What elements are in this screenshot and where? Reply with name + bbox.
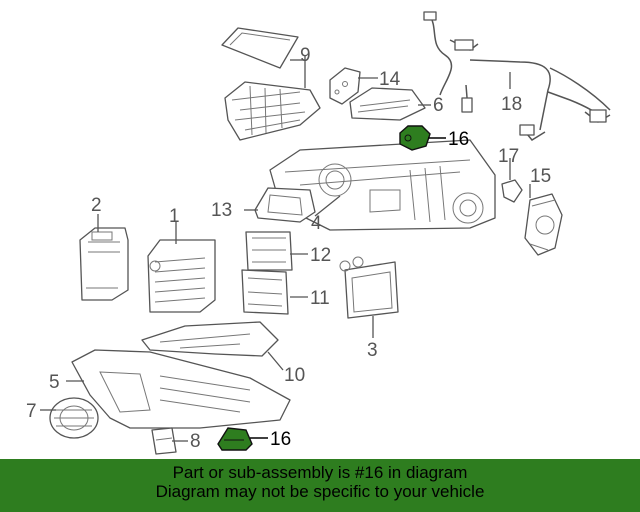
callout-18: 18 [501, 94, 522, 115]
part-14-bracket [329, 67, 361, 105]
callout-5: 5 [49, 372, 60, 393]
part-11-filter [241, 269, 289, 315]
info-banner: Part or sub-assembly is #16 in diagram D… [0, 459, 640, 512]
callout-6: 6 [433, 95, 444, 116]
banner-line-2: Diagram may not be specific to your vehi… [155, 482, 485, 501]
callout-16-lower: 16 [270, 429, 291, 450]
part-16-lower-highlight [217, 427, 253, 451]
part-9-cover [221, 27, 321, 141]
part-7-blower [49, 397, 99, 439]
leader-lines [40, 55, 531, 442]
part-2-module [79, 227, 129, 301]
part-13-door [254, 187, 316, 223]
part-10-duct [141, 321, 279, 357]
callout-9: 9 [300, 45, 311, 66]
callout-10: 10 [284, 365, 305, 386]
callout-15: 15 [530, 166, 551, 187]
callout-17: 17 [498, 146, 519, 167]
part-6-cover [349, 87, 426, 121]
callout-7: 7 [26, 401, 37, 422]
part-12-filter [245, 231, 293, 271]
callout-3: 3 [367, 340, 378, 361]
part-1-evaporator [147, 239, 216, 313]
part-5-lower-case [71, 349, 291, 429]
part-16-upper-highlight [399, 125, 431, 151]
exploded-view: 9 14 6 18 16 17 15 2 13 4 1 12 11 3 10 5… [26, 11, 611, 455]
part-8-resistor [151, 427, 177, 455]
callout-1: 1 [169, 206, 180, 227]
callout-4: 4 [311, 213, 322, 234]
callout-12: 12 [310, 245, 331, 266]
part-18-harness [423, 11, 611, 141]
part-17-actuator [501, 179, 523, 203]
banner-line-1: Part or sub-assembly is #16 in diagram [172, 463, 468, 482]
part-3-heater-core [339, 256, 399, 319]
callout-13: 13 [211, 200, 232, 221]
callout-2: 2 [91, 195, 102, 216]
callout-8: 8 [190, 431, 201, 452]
part-15-actuator [524, 193, 563, 256]
callout-16-upper: 16 [448, 129, 469, 150]
callout-14: 14 [379, 69, 401, 90]
callout-11: 11 [310, 288, 330, 309]
